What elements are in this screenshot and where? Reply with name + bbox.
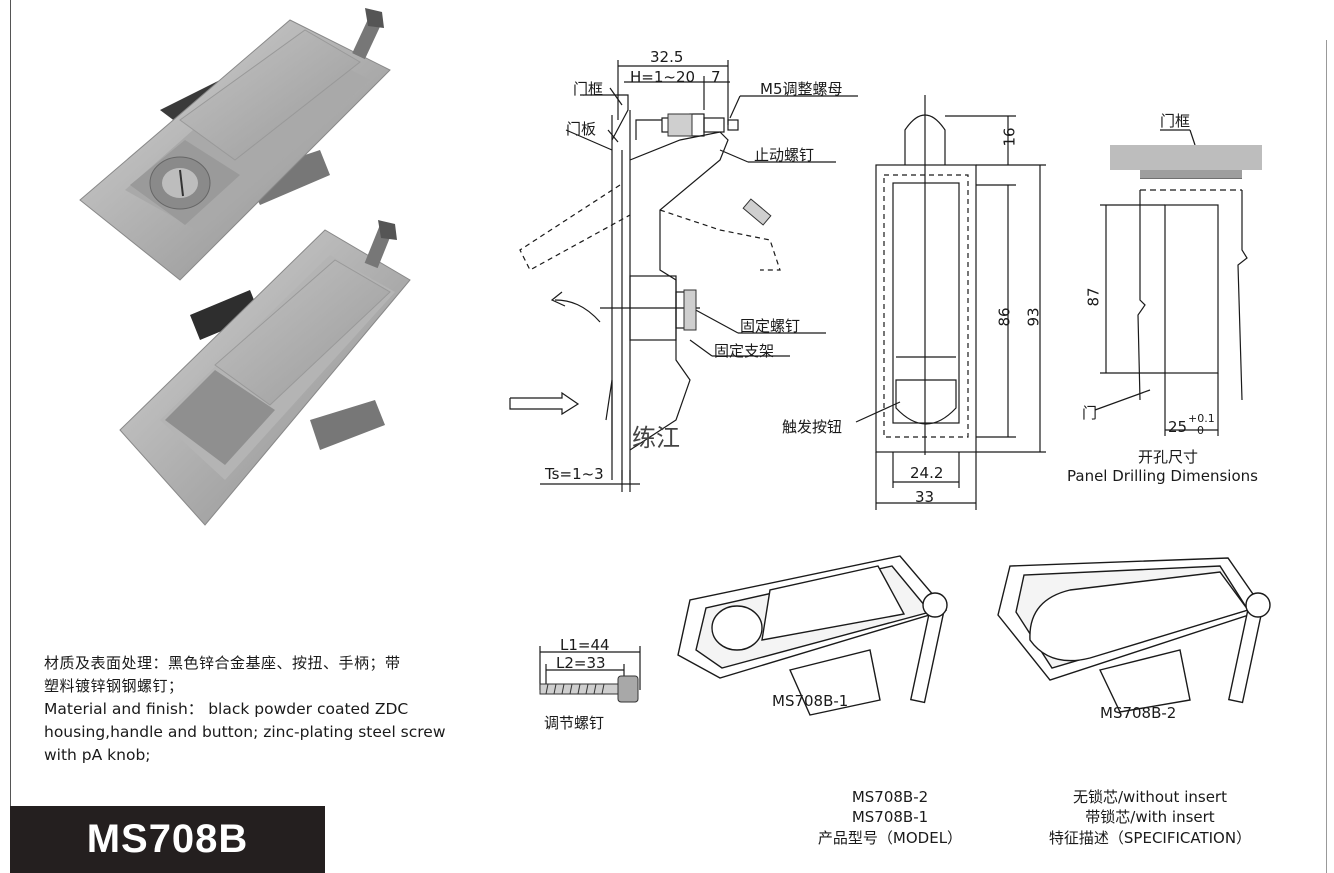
model-badge: MS708B (10, 806, 325, 873)
spec-header: 特征描述（SPECIFICATION） (1048, 829, 1252, 847)
label-cutout-door: 门 (1082, 404, 1098, 422)
material-en-line-1: Material and finish： black powder coated… (44, 700, 409, 718)
cutout-title-zh: 开孔尺寸 (1138, 448, 1199, 466)
dim-eighty-six: 86 (995, 307, 1014, 327)
label-panel-thickness: Ts=1~3 (545, 465, 604, 483)
material-en-line-3: with pA knob; (44, 746, 151, 764)
cutout-title-en: Panel Drilling Dimensions (1067, 467, 1258, 485)
model-header: 产品型号（MODEL） (817, 829, 963, 847)
material-zh-line-2: 塑料镀锌钢钢螺钉； (44, 677, 184, 695)
material-zh-line-1: 材质及表面处理：黑色锌合金基座、按扭、手柄；带 (44, 654, 401, 672)
label-stop-screw: 止动螺钉 (754, 146, 815, 164)
product-photo-with-lock (79, 8, 391, 281)
left-border (10, 0, 11, 873)
right-border (1326, 40, 1327, 873)
caption-variant-2: MS708B-2 (1100, 704, 1177, 722)
label-fixing-screw: 固定螺钉 (740, 317, 801, 335)
label-m5-nut: M5调整螺母 (760, 80, 843, 98)
dim-cutout-width: 25 (1168, 418, 1188, 436)
dim-total-width: 32.5 (650, 48, 684, 66)
dim-housing-width: 33 (915, 488, 935, 506)
label-cutout-frame: 门框 (1160, 112, 1191, 130)
product-photo-without-lock (119, 220, 411, 526)
material-en-line-2: housing,handle and button; zinc-plating … (44, 723, 446, 741)
row1-model: MS708B-2 (851, 788, 929, 806)
row1-spec: 无锁芯/without insert (1073, 788, 1227, 806)
row2-spec: 带锁芯/with insert (1085, 808, 1215, 826)
dim-screw-l2: L2=33 (556, 654, 606, 672)
dim-seven: 7 (711, 68, 721, 86)
dim-tolerance-plus: +0.1 (1188, 412, 1215, 425)
label-trigger-button: 触发按钮 (782, 418, 843, 436)
label-door-panel: 门板 (566, 120, 597, 138)
dim-tolerance-zero: 0 (1197, 424, 1204, 437)
label-adjust-screw: 调节螺钉 (544, 714, 605, 732)
dim-eighty-seven: 87 (1084, 287, 1103, 307)
watermark: 练江 (632, 424, 680, 452)
dim-h-range: H=1~20 (630, 68, 696, 86)
dim-screw-l1: L1=44 (560, 636, 610, 654)
row2-model: MS708B-1 (851, 808, 929, 826)
label-door-frame: 门框 (573, 80, 604, 98)
dim-button-width: 24.2 (910, 464, 944, 482)
label-fixing-bracket: 固定支架 (714, 342, 775, 360)
dim-sixteen: 16 (1000, 127, 1019, 147)
material-description: 材质及表面处理：黑色锌合金基座、按扭、手柄；带 塑料镀锌钢钢螺钉； Materi… (44, 652, 464, 767)
caption-variant-1: MS708B-1 (772, 692, 849, 710)
dim-ninety-three: 93 (1024, 307, 1043, 327)
